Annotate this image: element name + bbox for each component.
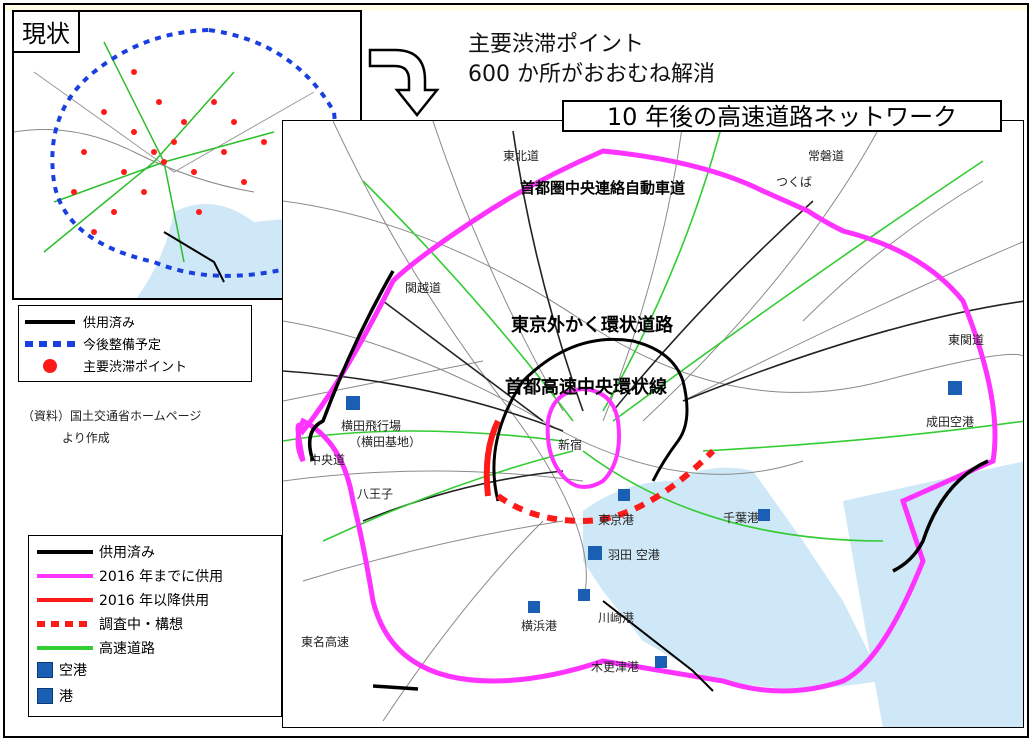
inset-congestion-points [71,69,267,235]
label-kawasaki: 川崎港 [598,611,635,625]
label-kanetsu: 関越道 [405,281,442,295]
port-icon-chiba [758,509,770,521]
headline-line: 600 か所がおおむね解消 [468,62,715,87]
ring-open-west [307,270,395,462]
legend-future: 供用済み 2016 年までに供用 2016 年以降供用 調査中・構想 高速道路 … [28,535,282,717]
port-icon-kisarazu [655,656,667,668]
label-chiba-port: 千葉港 [723,511,760,525]
legend-line-expressway-icon [37,646,93,650]
source-line: （資料）国土交通省ホームページ [22,409,202,423]
label-narita: 成田空港 [926,415,975,429]
label-yokohama: 横浜港 [521,619,558,633]
ocean-east [843,461,1023,727]
airport-icon-haneda [588,546,602,560]
top-band [5,5,1027,11]
legend-future-label: 供用済み [99,545,155,561]
map-title: 10 年後の高速道路ネットワーク [562,100,1002,132]
legend-current-row: 主要渋滞ポイント [25,356,187,375]
label-haneda: 羽田 空港 [608,548,660,562]
label-shinjuku: 新宿 [558,438,583,452]
legend-current-label: 今後整備予定 [83,338,162,353]
label-hachioji: 八王子 [357,487,394,501]
label-tohoku: 東北道 [503,149,540,163]
source-note: （資料）国土交通省ホームページ より作成 [22,405,201,449]
legend-future-label: 港 [59,689,73,705]
future-network-map: 東北道 常磐道 首都圏中央連絡自動車道 つくば 関越道 東京外かく環状道路 首都… [282,120,1024,728]
tokyo-bay [583,467,883,691]
legend-line-planned-icon [37,621,87,627]
label-tokyo-port: 東京港 [598,513,635,527]
legend-future-label: 2016 年までに供用 [99,569,224,585]
inset-planned-ring [50,27,338,278]
gaikan-ring [492,337,689,502]
gaikan-planned-segment [496,448,716,525]
legend-congestion-dot [43,358,57,373]
legend-current-row: 供用済み [25,312,135,331]
aqua-line [602,600,714,692]
legend-future-label: 調査中・構想 [99,617,183,633]
legend-current-label: 主要渋滞ポイント [83,360,188,375]
label-gaikan: 東京外かく環状道路 [511,315,673,336]
label-kenodo: 首都圏中央連絡自動車道 [520,179,686,197]
airport-icon [37,662,53,678]
label-chuodo: 中央道 [309,453,346,467]
label-joban: 常磐道 [808,149,845,163]
port-icon [37,688,53,704]
label-yokota: 横田飛行場 [341,419,402,433]
green-expressways [283,121,1023,542]
radial-expressways [283,130,1023,522]
source-line: より作成 [62,431,110,445]
inset-road [14,129,255,193]
central-circular-route [545,386,621,489]
airport-icon-narita [948,381,962,395]
legend-current-row: 今後整備予定 [25,334,161,353]
outer-ring-road [295,148,998,694]
legend-future-label: 高速道路 [99,641,155,657]
inset-road-open [163,231,225,283]
main-map-svg [283,121,1023,727]
port-icon-kawasaki [578,589,590,601]
inset-road [33,71,315,173]
inset-title: 現状 [14,12,80,53]
legend-line-open [25,319,75,324]
label-kisarazu: 木更津港 [591,660,640,674]
headline-line: 主要渋滞ポイント [468,32,645,57]
inset-expressway [53,131,275,203]
legend-future-row: 空港 [37,660,87,680]
port-icon-tokyo [618,489,630,501]
port-icon-yokohama [528,601,540,613]
transition-arrow-icon [368,48,440,118]
legend-line-open-icon [37,550,93,554]
legend-line-post2016-icon [37,598,93,602]
legend-future-row: 供用済み [37,542,155,562]
legend-future-row: 高速道路 [37,638,155,658]
inset-expressway [43,71,235,253]
legend-current-label: 供用済み [83,316,136,331]
legend-line-planned [25,340,75,347]
label-yokota-sub: （横田基地） [349,435,422,449]
legend-future-row: 調査中・構想 [37,614,183,634]
legend-line-2016-icon [37,574,93,578]
ring-open-south [372,684,419,691]
legend-future-row: 2016 年以降供用 [37,590,209,610]
label-higashikanto: 東関道 [948,333,985,347]
headline: 主要渋滞ポイント 600 か所がおおむね解消 [468,30,715,90]
legend-future-label: 2016 年以降供用 [99,593,210,609]
airport-icon-yokota [346,396,360,410]
legend-current: 供用済み 今後整備予定 主要渋滞ポイント [18,305,252,382]
legend-future-row: 港 [37,686,73,706]
gaikan-future-segment [483,419,501,497]
label-chuo-kanjo: 首都高速中央環状線 [505,377,667,398]
legend-future-row: 2016 年までに供用 [37,566,223,586]
ring-open-east [892,459,989,573]
legend-future-label: 空港 [59,663,87,679]
label-tomei: 東名高速 [301,635,350,649]
label-tsukuba: つくば [776,175,813,189]
